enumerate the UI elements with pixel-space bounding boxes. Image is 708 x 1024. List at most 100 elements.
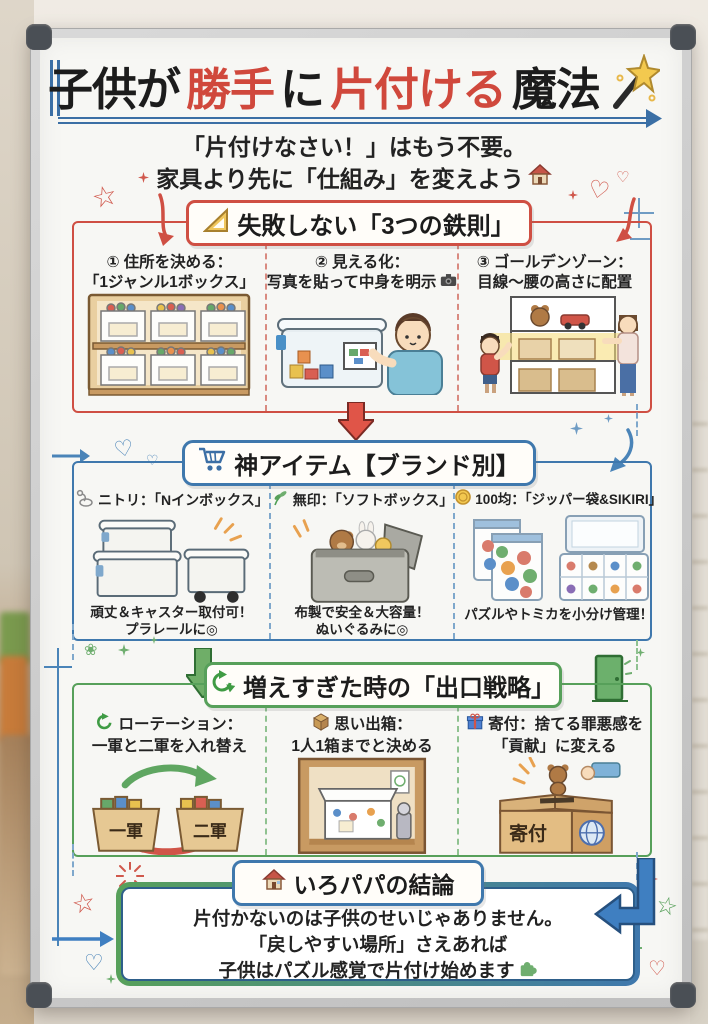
curved-arrow-red-left	[150, 192, 194, 251]
section2-col1: ニトリ：「Nインボックス」 頑丈＆キャスター取付可！プラレー	[74, 463, 269, 639]
section2-col3: 100均：「ジッパー袋&SIKIRI」 パズル	[455, 463, 662, 639]
item-head: 住所を決める：	[123, 254, 233, 271]
photo-on-box-illustration	[276, 313, 443, 396]
curved-arrow-blue-right	[596, 428, 640, 483]
item-number: ②	[314, 254, 329, 271]
box-label-first-string: 一軍	[110, 822, 144, 841]
heart-doodle: ♡	[111, 434, 136, 463]
curved-arrow-red-right	[598, 196, 642, 255]
conclusion-line3: 子供はパズル感覚で片付け始めます	[218, 960, 515, 982]
item-sub: 1人1箱までと決める	[291, 738, 433, 756]
section3-col3: 寄付：捨てる罪悪感を 「貢献」に変える 寄付	[459, 685, 650, 855]
background-wood-floor	[0, 735, 32, 975]
heart-doodle: ♡	[616, 169, 630, 186]
sparkle-doodle	[604, 414, 613, 423]
sparkle-doodle	[106, 974, 116, 984]
item-head: 寄付：捨てる罪悪感を	[488, 716, 644, 733]
title-part: 子供が	[47, 63, 181, 115]
conclusion-header: いろパパの結論	[232, 860, 484, 906]
section3-col2: 思い出箱： 1人1箱までと決める	[264, 685, 460, 855]
caption-line: プラレールに◎	[124, 622, 218, 638]
box-label-second-string: 二軍	[193, 822, 227, 841]
heart-doodle: ♡	[146, 452, 159, 468]
dashed-connector	[72, 844, 74, 876]
donation-box-illustration: 寄付	[498, 757, 621, 855]
item-sub: 「1ジャンル1ボックス」	[83, 274, 255, 292]
item-head: ゴールデンゾーン：	[493, 254, 633, 271]
dashed-connector	[72, 624, 74, 660]
section3-header: 増えすぎた時の「出口戦略」	[204, 662, 562, 708]
clover-doodle: ❀	[84, 642, 98, 659]
caption-line: 布製で安全＆大容量！	[294, 604, 430, 620]
subtitle: 「片付けなさい！」はもう不要。 家具より先に「仕組み」を変えよう	[60, 132, 648, 195]
item-sub: 「貢献」に変える	[492, 738, 617, 756]
frame-corner-cap	[26, 982, 52, 1008]
section1-title: 失敗しない「3つの鉄則」	[237, 212, 515, 240]
small-arrow-blue-left	[52, 448, 90, 469]
subtitle-line2: 家具より先に「仕組み」を変えよう	[156, 165, 524, 192]
dashed-connector	[636, 640, 638, 670]
connector-line-left	[57, 648, 59, 946]
item-sub: 写真を貼って中身を明示	[266, 274, 437, 292]
tick-mark	[630, 238, 652, 240]
cross-mark	[624, 212, 654, 214]
title-left-bar	[50, 60, 53, 116]
labeled-boxes-shelf-illustration	[88, 294, 251, 397]
section3-box: ローテーション： 一軍と二軍を入れ替え 一軍 二軍	[72, 683, 652, 857]
puzzle-icon	[518, 958, 538, 985]
block-arrow-blue-into-conclusion-right	[593, 856, 660, 957]
item-head: 思い出箱：	[334, 716, 412, 733]
title-left-bar	[57, 60, 60, 116]
background-orange-box	[0, 656, 28, 742]
section1-header: 失敗しない「3つの鉄則」	[186, 200, 532, 246]
conclusion-text: 片付かないのは子供のせいじゃありません。 「戻しやすい場所」さえあれば 子供はパ…	[136, 906, 620, 985]
sparkle-doodle	[568, 190, 578, 200]
section2-col2: 無印：「ソフトボックス」 布製で安全＆大容量！ ぬいぐるみに◎	[268, 463, 456, 639]
coin-icon	[455, 489, 472, 510]
door-icon	[592, 654, 633, 711]
section3-col1: ローテーション： 一軍と二軍を入れ替え 一軍 二軍	[74, 685, 265, 855]
item-head: 無印：「ソフトボックス」	[292, 492, 454, 508]
zipper-bags-case-illustration	[472, 514, 649, 601]
leaf-icon	[271, 489, 289, 511]
title-part: 魔法	[512, 63, 601, 115]
title-underline	[58, 117, 646, 124]
item-head: 100均：「ジッパー袋&SIKIRI」	[475, 491, 663, 507]
block-arrow-down-red	[335, 401, 377, 445]
conclusion-line2: 「戻しやすい場所」さえあれば	[248, 933, 508, 955]
section2-box: ニトリ：「Nインボックス」 頑丈＆キャスター取付可！プラレー	[72, 461, 662, 641]
dashed-connector	[636, 404, 638, 436]
memory-box-illustration	[297, 758, 427, 855]
caption-line: 頑丈＆キャスター取付可！	[90, 604, 253, 620]
swan-icon	[74, 489, 94, 511]
camera-icon	[440, 273, 457, 293]
item-number: ①	[106, 254, 120, 271]
sparkle-doodle	[636, 648, 645, 657]
caption-line: パズルやトミカを小分け管理！	[464, 606, 654, 622]
nitori-inbox-illustration	[93, 517, 250, 603]
item-sub: 一軍と二軍を入れ替え	[91, 738, 247, 756]
title-part-highlight: 片付ける	[330, 63, 507, 115]
set-square-icon	[202, 207, 229, 240]
frame-corner-cap	[670, 24, 696, 50]
rotation-icon	[96, 713, 114, 737]
caption-line: ぬいぐるみに◎	[315, 622, 409, 638]
conclusion-line1: 片付かないのは子供のせいじゃありません。	[193, 908, 563, 929]
muji-softbox-illustration	[292, 519, 424, 603]
title-part-highlight: 勝手	[185, 63, 275, 115]
rotation-boxes-illustration: 一軍 二軍	[92, 764, 245, 855]
cardboard-box-icon	[312, 713, 330, 737]
connector-tick	[44, 666, 72, 668]
section3-title: 増えすぎた時の「出口戦略」	[243, 674, 555, 702]
item-head: ニトリ：「Nインボックス」	[98, 492, 269, 508]
frame-corner-cap	[26, 24, 52, 50]
conclusion-title: いろパパの結論	[293, 872, 455, 898]
heart-doodle: ♡	[648, 958, 666, 980]
heart-doodle: ♡	[84, 950, 104, 975]
gift-icon	[466, 713, 484, 737]
